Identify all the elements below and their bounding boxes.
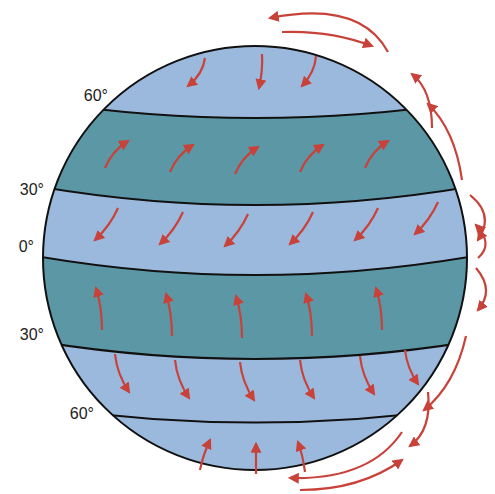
latitude-label: 0° [19, 237, 34, 257]
latitude-label: 60° [84, 86, 108, 106]
latitude-lines [30, 100, 480, 423]
globe [30, 46, 480, 470]
trade-wind-band [30, 255, 480, 359]
latitude-label: 60° [70, 404, 94, 424]
latitude-label: 30° [20, 180, 44, 200]
globe-outline [43, 46, 467, 470]
circulation-cell-arrows [270, 13, 486, 490]
latitude-label: 30° [20, 325, 44, 345]
surface-wind-arrows [95, 54, 438, 474]
